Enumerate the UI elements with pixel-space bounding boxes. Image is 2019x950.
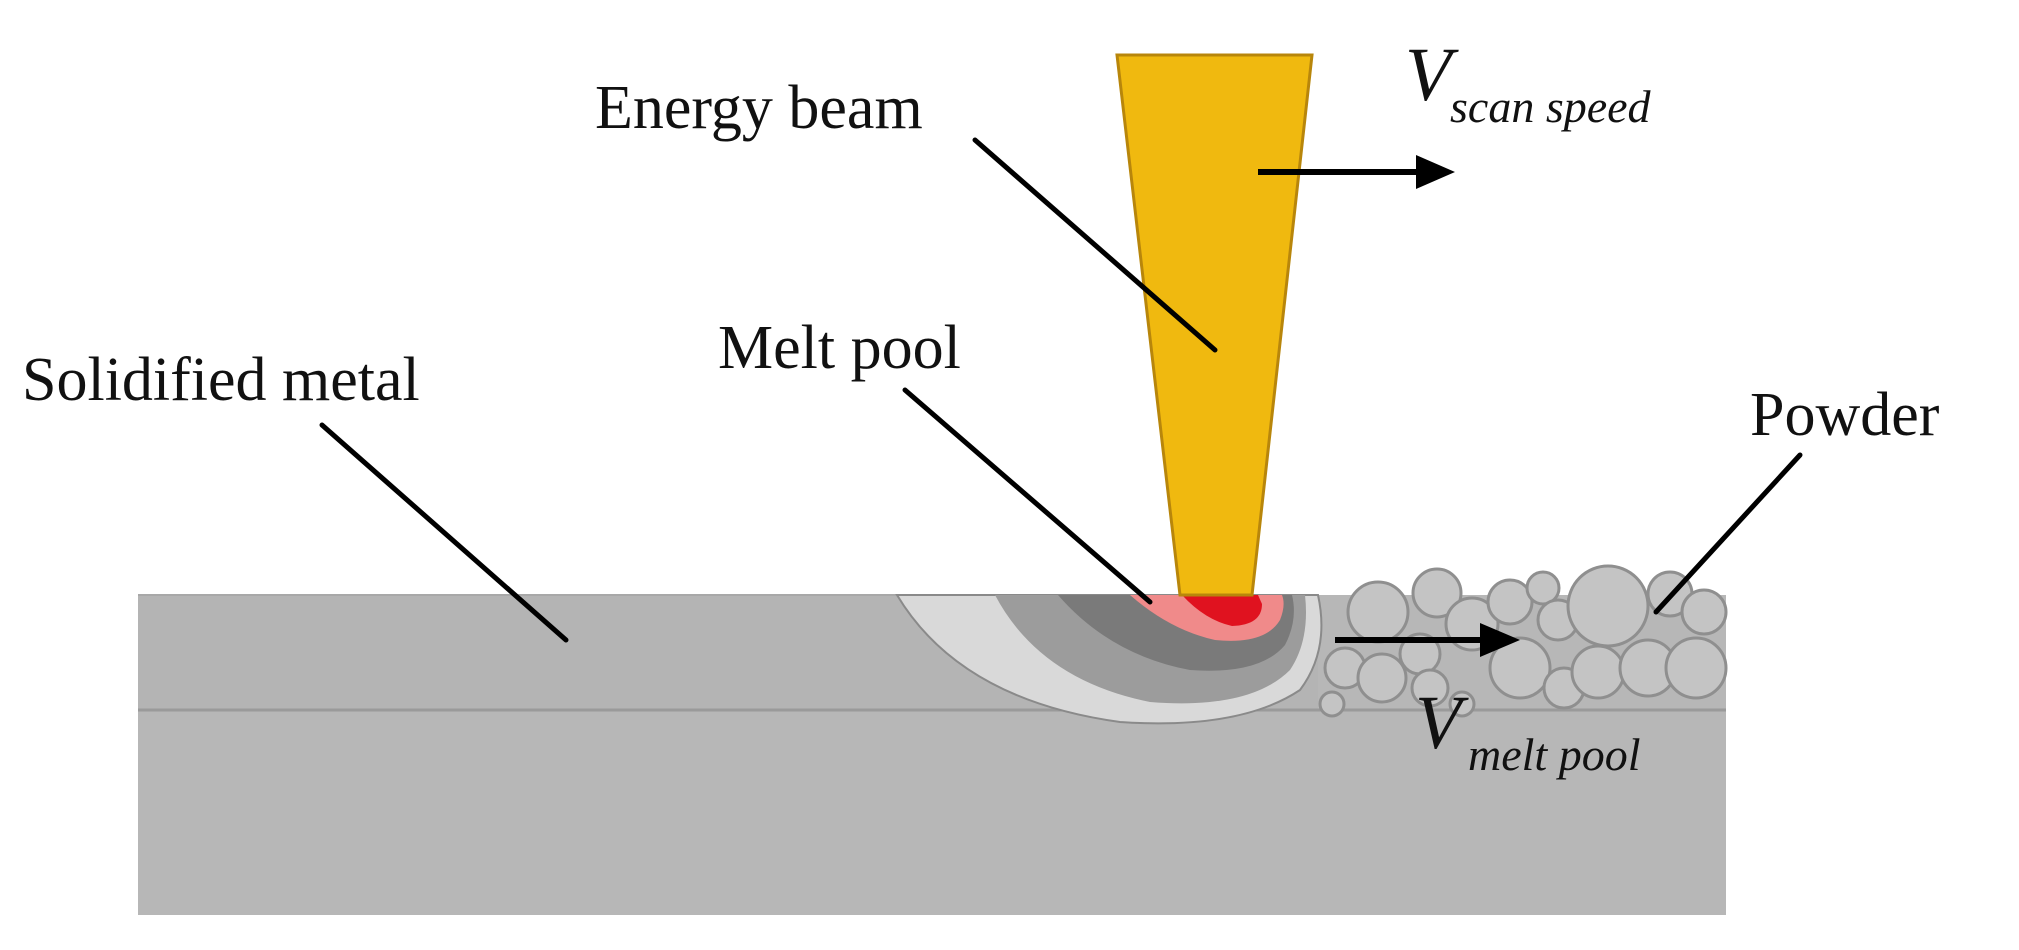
melt-pool-velocity-arrow <box>1335 623 1520 657</box>
energy-beam <box>1115 53 1314 597</box>
powder-particle <box>1486 578 1534 626</box>
melt-pool-velocity-subscript: melt pool <box>1468 729 1640 780</box>
scan-speed-subscript: scan speed <box>1450 81 1652 132</box>
powder-particle <box>1566 564 1650 648</box>
powder-label: Powder <box>1750 381 1940 449</box>
powder-particle <box>1664 636 1728 700</box>
solidified-metal-label: Solidified metal <box>22 346 420 414</box>
powder-particle <box>1411 567 1463 619</box>
powder-particle <box>1488 636 1552 700</box>
melt-pool-label: Melt pool <box>718 314 961 382</box>
energy-beam-leader <box>972 137 1218 353</box>
powder-particle <box>1525 570 1561 606</box>
energy-beam-label: Energy beam <box>595 74 923 142</box>
powder-particle <box>1680 588 1728 636</box>
solidified-metal-leader <box>319 422 569 643</box>
scan-speed-symbol: V <box>1405 33 1459 117</box>
powder-leader <box>1653 452 1803 615</box>
powder-particle <box>1570 644 1626 700</box>
melt-pool-leader <box>902 387 1153 605</box>
powder-particle <box>1448 690 1476 718</box>
melt-pool-core <box>1182 595 1262 626</box>
powder-particle <box>1318 690 1346 718</box>
melt-pool-velocity-symbol: V <box>1415 681 1469 765</box>
powder-particle <box>1356 652 1408 704</box>
powder-particle <box>1346 580 1410 644</box>
scan-speed-arrow <box>1258 155 1455 189</box>
powder-particle <box>1410 668 1450 708</box>
